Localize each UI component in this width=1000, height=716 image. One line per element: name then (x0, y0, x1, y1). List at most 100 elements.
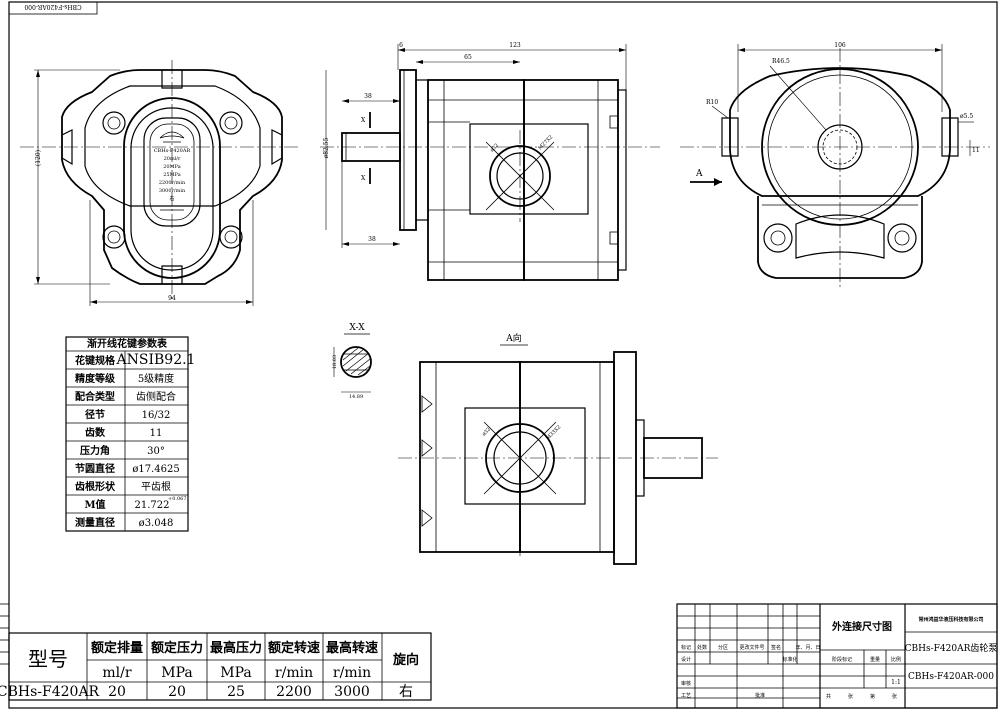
svg-text:A: A (695, 169, 703, 179)
svg-text:1:1: 1:1 (891, 679, 901, 686)
svg-text:A向: A向 (505, 332, 522, 344)
svg-text:ø82.55: ø82.55 (323, 137, 330, 158)
svg-text:+0.067: +0.067 (168, 496, 187, 502)
svg-text:ø32: ø32 (481, 427, 492, 438)
svg-text:径节: 径节 (85, 408, 105, 421)
svg-text:3000: 3000 (334, 684, 370, 700)
sheet-border (8, 1, 998, 709)
svg-text:年、月、日: 年、月、日 (795, 644, 820, 651)
svg-text:18.03: 18.03 (332, 355, 338, 369)
spline-row: 节圆直径 ø17.4625 (75, 462, 180, 475)
front-view: CBHs-F420AR 20ml/r 20MPa 25MPa 2200r/min… (20, 60, 300, 306)
svg-text:齿根形状: 齿根形状 (75, 480, 116, 493)
svg-text:更改文件号: 更改文件号 (739, 644, 764, 651)
svg-text:分区: 分区 (718, 644, 728, 651)
svg-text:25MPa: 25MPa (163, 172, 181, 178)
svg-text:5级精度: 5级精度 (138, 372, 174, 385)
svg-text:齿数: 齿数 (85, 426, 106, 439)
svg-text:右: 右 (399, 684, 413, 700)
spline-row: 齿根形状平齿根 (75, 480, 171, 493)
svg-text:(120): (120) (35, 150, 42, 166)
drawing-number: CBHs-F420AR-000 (908, 672, 994, 682)
svg-text:X-X: X-X (349, 323, 365, 333)
svg-text:11: 11 (972, 147, 980, 154)
svg-text:2200: 2200 (276, 684, 312, 700)
end-view: 106 R46.5 R10 ø5.5 11 A (680, 42, 990, 290)
svg-text:ø17.4625: ø17.4625 (132, 464, 179, 475)
spline-row: 径节 16/32 (85, 408, 170, 421)
svg-text:ø3.048: ø3.048 (139, 518, 174, 529)
a-view: A向 ø32 M33X2 (398, 332, 718, 565)
svg-text:标记: 标记 (681, 644, 691, 651)
svg-text:压力角: 压力角 (80, 444, 110, 457)
svg-text:20: 20 (108, 684, 126, 700)
svg-text:20ml/r: 20ml/r (164, 156, 181, 162)
svg-text:38: 38 (368, 236, 376, 243)
svg-text:标准化: 标准化 (782, 656, 797, 663)
svg-text:ANSIB92.1: ANSIB92.1 (116, 352, 196, 368)
svg-text:38: 38 (364, 93, 372, 100)
svg-text:CBHs-F420AR: CBHs-F420AR (154, 148, 191, 154)
svg-text:阶段标记: 阶段标记 (832, 656, 852, 663)
svg-text:M27X2: M27X2 (537, 134, 554, 151)
svg-text:重量: 重量 (870, 656, 880, 663)
spline-row: 齿数 11 (85, 426, 162, 439)
svg-text:94: 94 (168, 295, 176, 302)
svg-text:M值: M值 (84, 498, 105, 511)
svg-text:最高转速: 最高转速 (326, 640, 378, 656)
svg-text:ø32: ø32 (489, 143, 500, 154)
svg-text:6: 6 (399, 42, 403, 49)
model-value: CBHs-F420AR (0, 684, 100, 700)
corner-stamp: CBHs-F420AR-000 (8, 1, 98, 15)
svg-text:第: 第 (870, 693, 875, 700)
svg-text:节圆直径: 节圆直径 (75, 462, 115, 475)
section-view: X-X 18.03 14.89 (332, 323, 372, 400)
svg-text:r/min: r/min (275, 665, 313, 681)
svg-text:123: 123 (509, 42, 521, 49)
spline-row: 压力角 30° (80, 444, 165, 457)
svg-text:张: 张 (848, 693, 853, 700)
svg-text:配合类型: 配合类型 (75, 390, 115, 403)
svg-text:齿侧配合: 齿侧配合 (136, 390, 176, 403)
svg-text:MPa: MPa (220, 665, 251, 681)
svg-text:3000r/min: 3000r/min (159, 188, 186, 194)
svg-text:右: 右 (169, 195, 174, 202)
svg-text:30°: 30° (147, 446, 165, 457)
svg-text:花键规格: 花键规格 (75, 354, 116, 367)
company-name: 常州鸿益华液压科技有限公司 (918, 616, 983, 623)
svg-text:X: X (361, 175, 366, 182)
svg-text:21.722: 21.722 (135, 500, 170, 511)
svg-text:最高压力: 最高压力 (210, 640, 262, 656)
svg-text:25: 25 (227, 684, 245, 700)
spec-table: 型号 额定排量 额定压力 最高压力 额定转速 最高转速 ml/r MPa MPa… (0, 632, 432, 701)
svg-text:20: 20 (168, 684, 186, 700)
svg-text:20MPa: 20MPa (163, 164, 181, 170)
svg-text:渐开线花键参数表: 渐开线花键参数表 (87, 337, 168, 350)
svg-text:16/32: 16/32 (142, 410, 171, 421)
svg-text:额定排量: 额定排量 (91, 640, 143, 656)
svg-text:精度等级: 精度等级 (75, 372, 116, 385)
svg-text:额定压力: 额定压力 (151, 640, 203, 656)
svg-text:处数: 处数 (697, 644, 707, 651)
svg-text:2200r/min: 2200r/min (159, 180, 186, 186)
svg-text:比例: 比例 (891, 656, 901, 663)
svg-text:11: 11 (150, 428, 163, 439)
svg-text:共: 共 (826, 693, 831, 700)
svg-text:CBHs-F420AR-000: CBHs-F420AR-000 (24, 3, 81, 10)
svg-text:65: 65 (464, 54, 472, 61)
svg-text:r/min: r/min (333, 665, 371, 681)
title-block: 标记 处数 分区 更改文件号 签名 年、月、日 设计 标准化 审核 工艺 批准 … (676, 603, 998, 709)
side-view: 123 6 65 38 38 ø82.55 X X ø32 M27X2 (320, 42, 660, 281)
svg-text:审核: 审核 (681, 680, 691, 687)
svg-text:工艺: 工艺 (681, 693, 691, 699)
svg-text:测量直径: 测量直径 (75, 516, 115, 529)
svg-text:14.89: 14.89 (349, 394, 363, 400)
svg-text:张: 张 (892, 693, 897, 700)
svg-text:额定转速: 额定转速 (268, 640, 320, 656)
spline-row: M值 21.722+0.067 (84, 496, 186, 511)
spline-row: 精度等级 5级精度 (75, 372, 174, 385)
